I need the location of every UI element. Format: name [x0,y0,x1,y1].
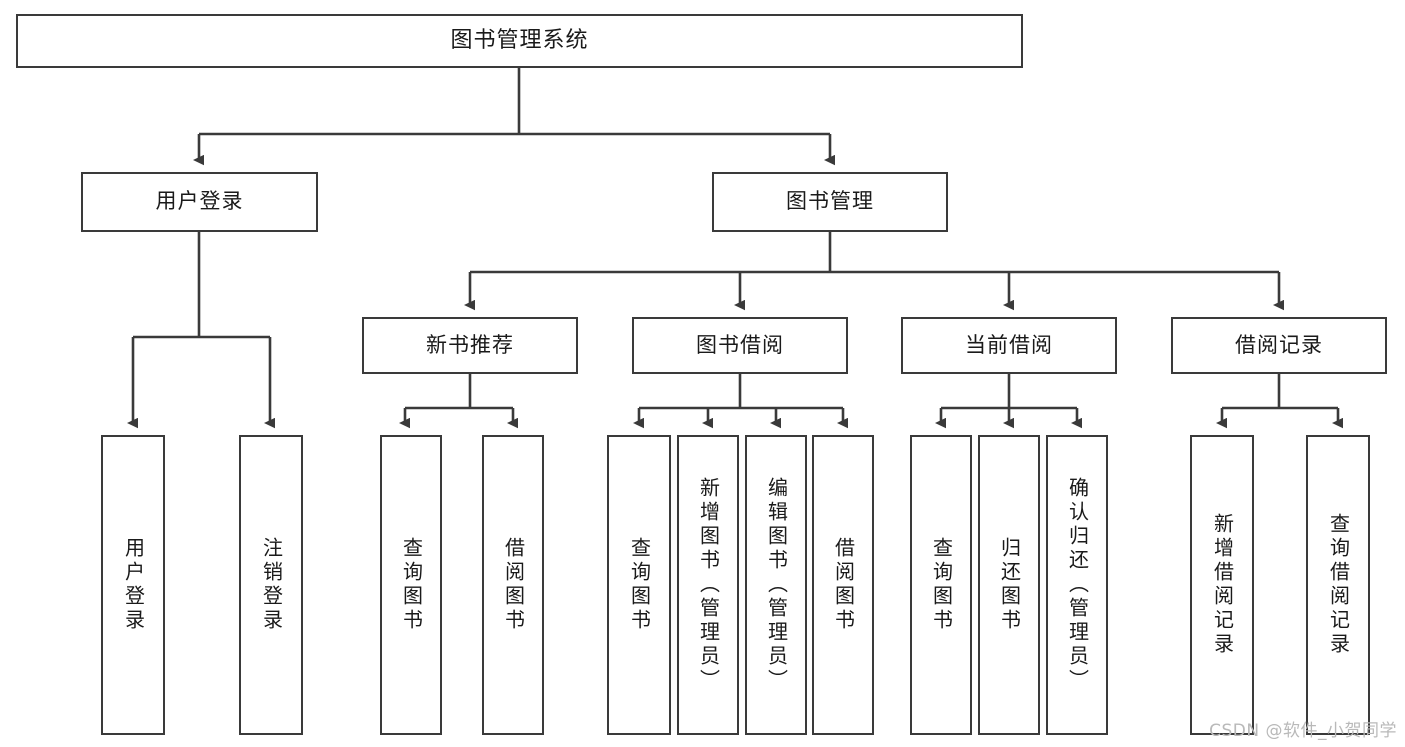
node-leaf-add-book[interactable]: 新增图书（管理员） [677,435,739,735]
node-user-login[interactable]: 用户登录 [81,172,318,232]
node-label: 用户登录 [121,537,146,633]
node-label: 确认归还（管理员） [1065,477,1090,693]
node-label: 新书推荐 [426,332,514,357]
node-label: 查询借阅记录 [1326,513,1351,657]
node-label: 注销登录 [259,537,284,633]
node-leaf-return-book[interactable]: 归还图书 [978,435,1040,735]
node-current-borrow[interactable]: 当前借阅 [901,317,1117,374]
node-leaf-logout-login[interactable]: 注销登录 [239,435,303,735]
node-leaf-confirm-return[interactable]: 确认归还（管理员） [1046,435,1108,735]
node-label: 编辑图书（管理员） [764,477,789,693]
node-label: 查询图书 [627,537,652,633]
node-book-borrow[interactable]: 图书借阅 [632,317,848,374]
node-label: 借阅记录 [1235,332,1323,357]
node-label: 图书管理 [786,189,874,214]
node-leaf-add-record[interactable]: 新增借阅记录 [1190,435,1254,735]
node-leaf-borrow-book-1[interactable]: 借阅图书 [482,435,544,735]
node-label: 借阅图书 [831,537,856,633]
node-label: 归还图书 [997,537,1022,633]
csdn-watermark: CSDN @软件_小贺同学 [1209,721,1397,741]
node-root-book-management-system[interactable]: 图书管理系统 [16,14,1023,68]
node-borrow-record[interactable]: 借阅记录 [1171,317,1387,374]
node-label: 当前借阅 [965,332,1053,357]
node-label: 借阅图书 [501,537,526,633]
node-leaf-user-login[interactable]: 用户登录 [101,435,165,735]
node-label: 新增图书（管理员） [696,477,721,693]
node-leaf-edit-book[interactable]: 编辑图书（管理员） [745,435,807,735]
node-label: 图书借阅 [696,332,784,357]
node-label: 查询图书 [929,537,954,633]
node-leaf-borrow-book-2[interactable]: 借阅图书 [812,435,874,735]
node-leaf-query-book-3[interactable]: 查询图书 [910,435,972,735]
node-leaf-query-record[interactable]: 查询借阅记录 [1306,435,1370,735]
node-new-book-recommend[interactable]: 新书推荐 [362,317,578,374]
node-label: 图书管理系统 [450,27,589,53]
node-label: 用户登录 [155,189,244,214]
node-label: 查询图书 [399,537,424,633]
node-leaf-query-book-2[interactable]: 查询图书 [607,435,671,735]
node-label: 新增借阅记录 [1210,513,1235,657]
node-leaf-query-book-1[interactable]: 查询图书 [380,435,442,735]
node-book-management[interactable]: 图书管理 [712,172,948,232]
